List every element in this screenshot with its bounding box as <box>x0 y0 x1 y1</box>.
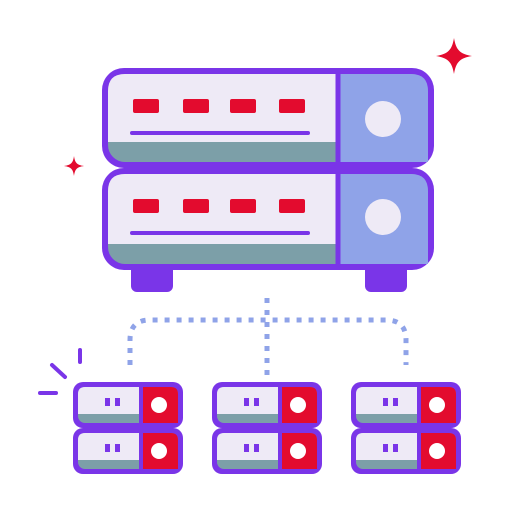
power-button-icon <box>365 101 401 137</box>
drive-slot <box>130 231 310 235</box>
server-node-icon-1 <box>71 380 185 476</box>
sparkle-icon-large <box>436 38 472 74</box>
power-button-icon <box>365 199 401 235</box>
server-node-icon-2 <box>210 380 324 476</box>
drive-slot <box>130 131 310 135</box>
led-row <box>133 199 305 213</box>
sparkle-icon-small <box>64 156 84 176</box>
main-server-unit-2 <box>102 168 434 270</box>
attention-lines-icon <box>38 348 82 395</box>
network-connection-icon <box>127 298 409 378</box>
led-row <box>133 99 305 113</box>
main-server-unit-1 <box>102 68 434 168</box>
server-node-icon-3 <box>349 380 463 476</box>
